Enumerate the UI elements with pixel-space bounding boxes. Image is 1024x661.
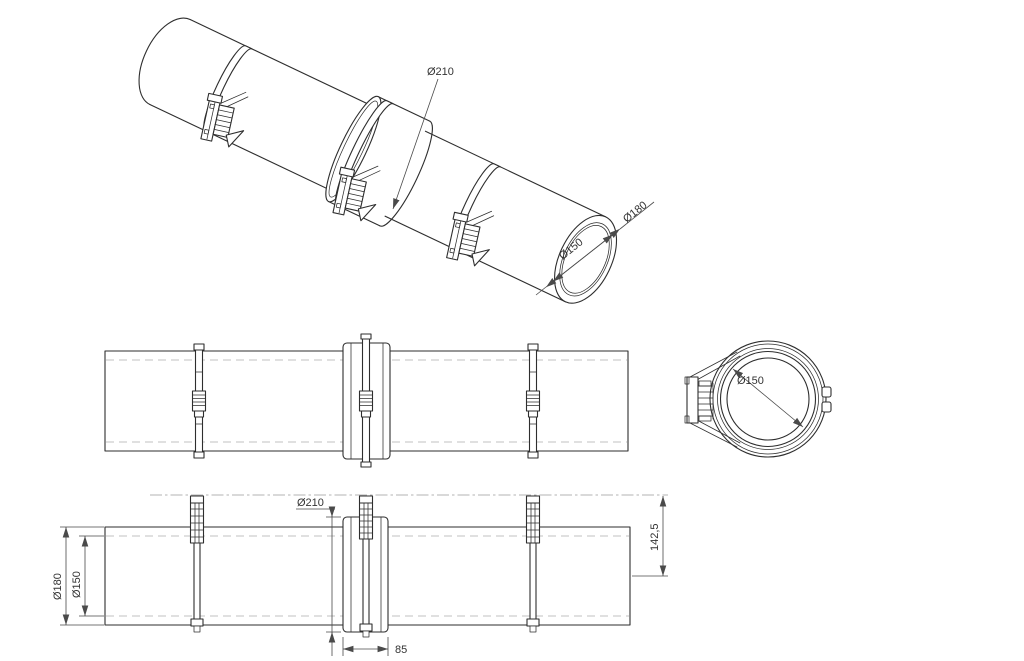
bottom-dimensions: Ø180 Ø150 Ø210 142,5 85 bbox=[52, 496, 668, 656]
end-view: Ø150 bbox=[684, 340, 832, 458]
clamp-1 bbox=[191, 343, 207, 459]
isometric-view: Ø210 Ø150 Ø180 bbox=[138, 17, 655, 304]
clamp-1 bbox=[189, 495, 205, 633]
dim-label-coupling-od: Ø210 bbox=[427, 66, 454, 78]
bottom-view: Ø180 Ø150 Ø210 142,5 85 bbox=[52, 494, 668, 656]
clamp-2 bbox=[358, 333, 374, 468]
clamp-band-circle bbox=[709, 340, 827, 458]
dim-label-pipe-od: Ø180 bbox=[621, 199, 650, 225]
band-hinge bbox=[821, 386, 832, 413]
iso-dimensions: Ø210 Ø150 Ø180 bbox=[392, 66, 655, 296]
dim-label-bore: Ø150 bbox=[71, 571, 83, 598]
dim-line-bore bbox=[732, 368, 804, 428]
dim-label-coupling-od: Ø210 bbox=[297, 497, 324, 509]
pipe-od-circle bbox=[719, 350, 817, 448]
clamp-buckle-1 bbox=[197, 84, 253, 150]
dim-label-bore: Ø150 bbox=[737, 375, 764, 387]
clamp-3 bbox=[525, 495, 541, 633]
coupling-circle bbox=[717, 348, 819, 450]
clamp-3 bbox=[525, 343, 541, 459]
dim-label-clamp-height: 142,5 bbox=[649, 523, 661, 551]
bore-circle bbox=[726, 357, 810, 441]
clamp-buckle-3 bbox=[443, 202, 499, 269]
dim-leader-coupling-od bbox=[392, 78, 439, 210]
dim-line-pipe-od bbox=[545, 228, 621, 288]
dim-label-coupling-width: 85 bbox=[395, 644, 407, 656]
front-view bbox=[104, 333, 629, 468]
dim-label-pipe-od: Ø180 bbox=[52, 573, 64, 600]
clamp-2 bbox=[358, 495, 374, 638]
band-latch bbox=[684, 351, 741, 448]
